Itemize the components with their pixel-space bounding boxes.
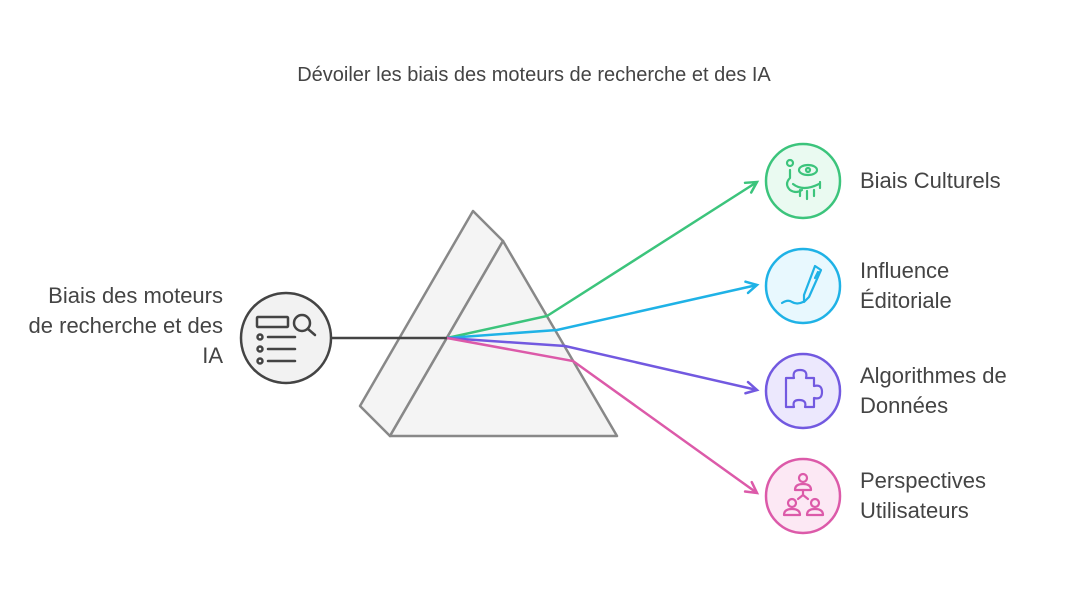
pen-icon [780,264,823,305]
label-line: Biais Culturels [860,168,1001,193]
puzzle-icon [784,368,824,409]
eye-culture-icon [785,158,822,201]
output-label-1: Biais Culturels [860,166,1001,196]
ray-4 [446,336,758,495]
arrowhead-icon [744,380,760,395]
diagram-title: Dévoiler les biais des moteurs de recher… [297,64,771,86]
users-network-icon [782,472,825,517]
ray-2 [446,283,758,340]
label-line: Algorithmes de [860,363,1007,388]
ray-3 [446,336,758,392]
label-line: Perspectives [860,468,986,493]
output-node-1 [764,142,842,220]
label-line: Éditoriale [860,288,952,313]
arrowhead-icon [743,480,760,495]
arrowhead-icon [743,180,760,194]
prism [358,209,619,438]
output-label-3: Algorithmes de Données [860,361,1007,421]
arrowhead-icon [744,280,760,295]
source-label: Biais des moteurs de recherche et des IA [28,283,223,368]
output-node-3 [764,352,842,430]
output-node-2 [764,247,842,325]
label-line: Influence [860,258,950,283]
source-node [239,291,333,385]
ray-1 [446,180,758,340]
label-line: Utilisateurs [860,498,969,523]
label-line: Données [860,393,949,418]
output-node-4 [764,457,842,535]
search-list-icon [255,313,317,365]
